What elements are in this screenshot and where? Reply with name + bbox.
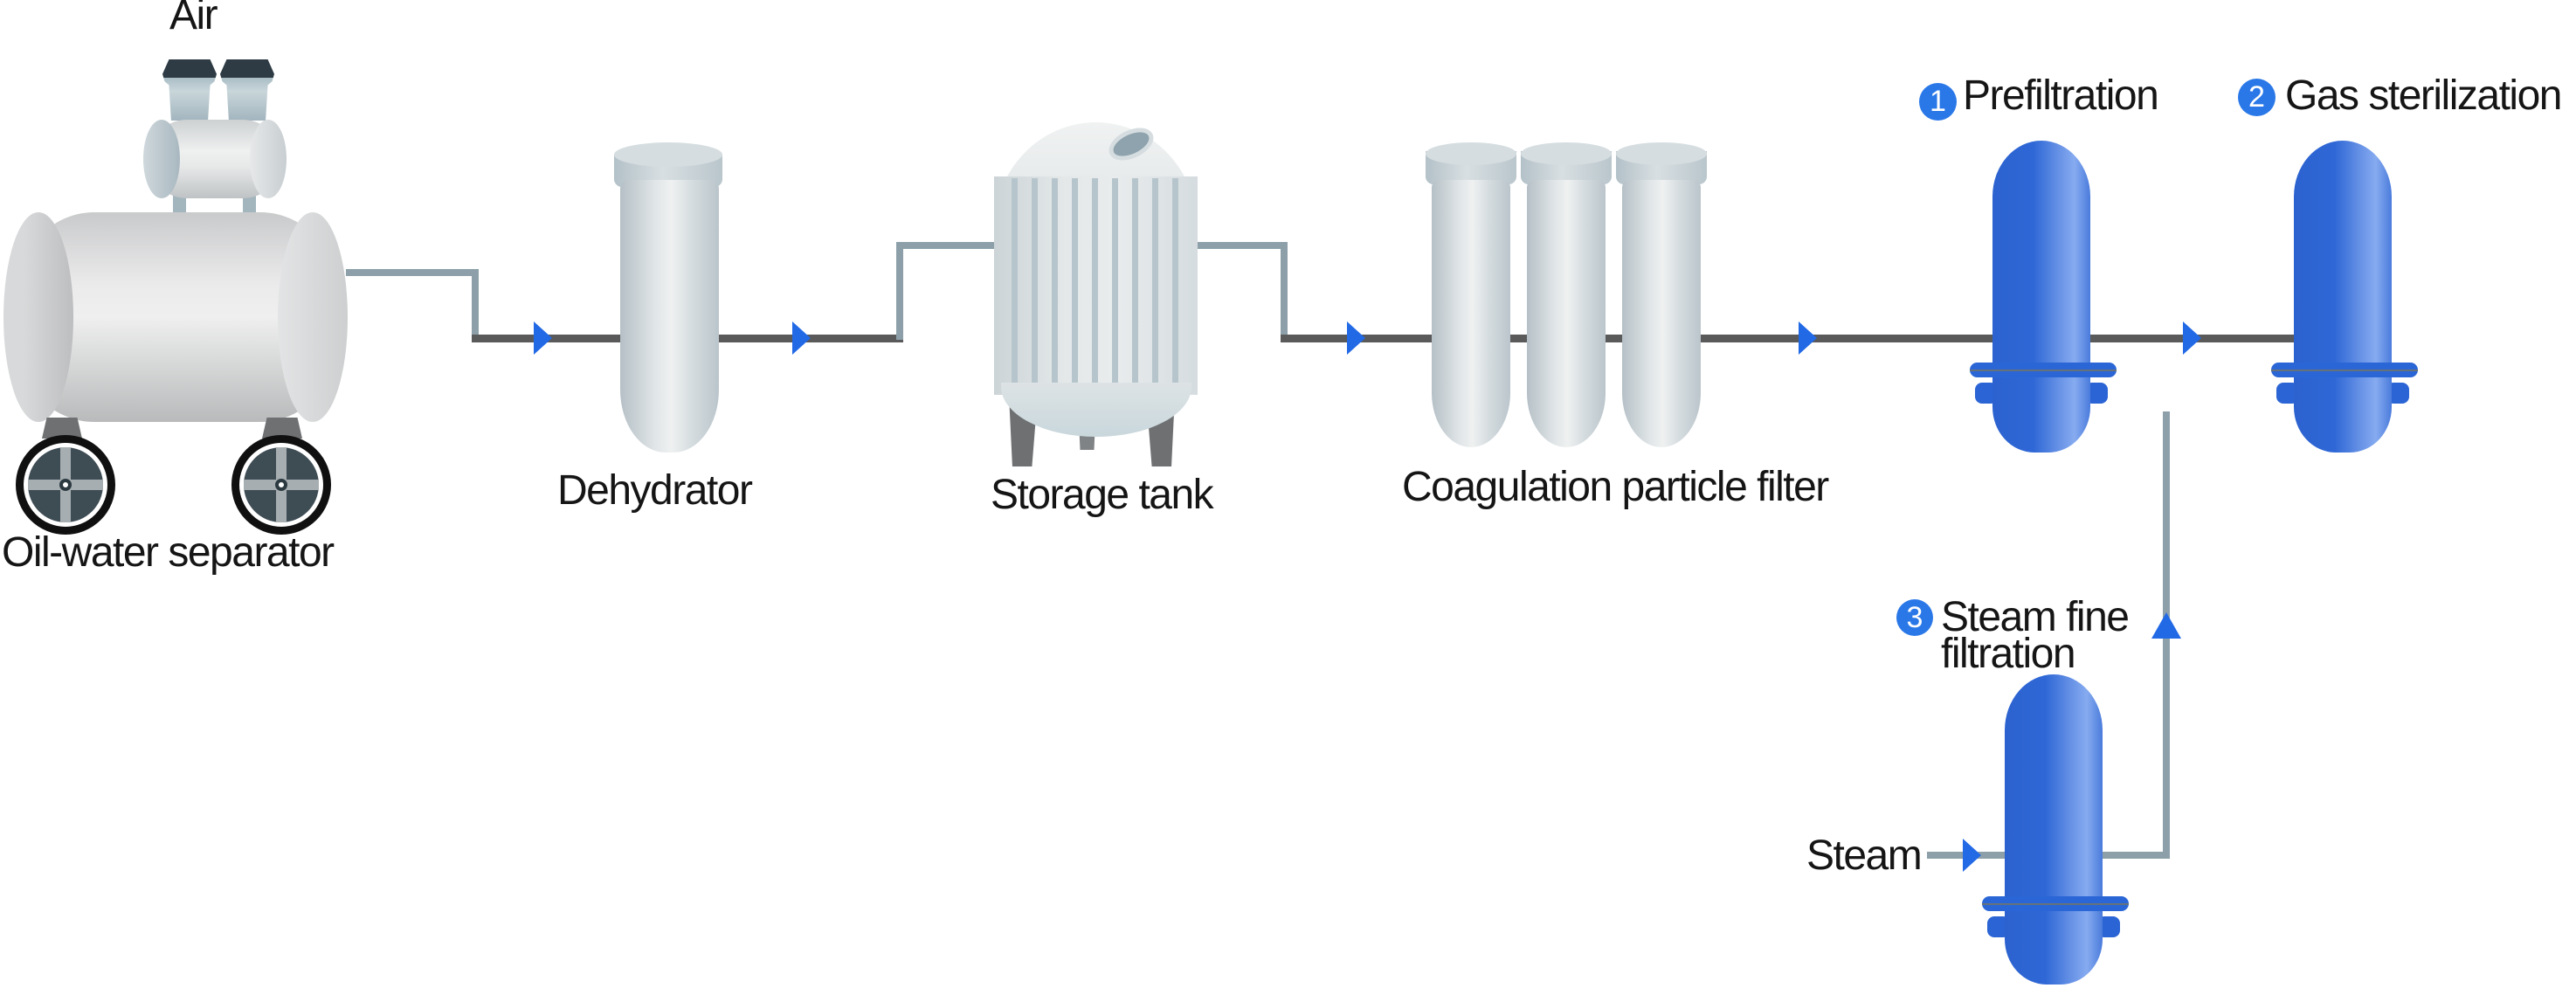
tube-body	[1432, 180, 1510, 447]
wheel-right	[231, 435, 331, 535]
tank-ridge	[1052, 178, 1058, 397]
wheel-hub	[275, 479, 287, 491]
step-1-badge: 1	[1919, 83, 1957, 121]
tube-body	[1527, 180, 1606, 447]
steam-fine-filtration-label-line2: filtration	[1941, 631, 2076, 677]
coagulation-filter-label: Coagulation particle filter	[1402, 464, 1829, 510]
flow-arrow-2	[792, 321, 811, 355]
gas-sterilization-label: Gas sterilization	[2285, 73, 2562, 119]
air-intake-filter-right	[220, 59, 274, 121]
separator-tank-end-left	[3, 212, 73, 422]
flow-arrow-4	[1799, 321, 1817, 355]
tank-ridge	[1012, 178, 1018, 397]
prefiltration-vessel	[1992, 141, 2090, 453]
pipe-drop-1	[472, 269, 479, 342]
tank-ridge	[1092, 178, 1098, 397]
dehydrator-label: Dehydrator	[557, 467, 753, 514]
steam-filtration-vessel	[2005, 674, 2103, 985]
tank-ridge	[1172, 178, 1178, 397]
tank-ridge	[1132, 178, 1138, 397]
tube-cap-top	[1521, 142, 1612, 165]
wheel-left	[16, 435, 115, 535]
wheel-left-disc	[28, 447, 103, 522]
oil-water-separator-label: Oil-water separator	[2, 529, 335, 576]
gas-sterilization-vessel	[2294, 141, 2392, 453]
flow-arrow-3	[1347, 321, 1365, 355]
pipe-storage-tank-inlet	[896, 242, 998, 249]
top-tank-support-right	[243, 194, 256, 217]
steam-label: Steam	[1806, 833, 1923, 879]
pipe-riser-1	[896, 242, 903, 340]
flow-arrow-1	[534, 321, 552, 355]
flow-arrow-up	[2151, 612, 2181, 639]
tank-ridge	[1112, 178, 1118, 397]
tube-cap-top	[1616, 142, 1707, 165]
tank-ridge	[1072, 178, 1078, 397]
step-2-badge: 2	[2238, 79, 2276, 116]
step-3-badge: 3	[1896, 599, 1933, 636]
steam-fine-filtration-label: Steam fine filtration	[1941, 594, 2130, 677]
separator-tank-end-right	[278, 212, 348, 422]
pipe-steam-outlet	[2096, 852, 2170, 859]
flow-arrow-5	[2183, 321, 2201, 355]
pipe-storage-tank-outlet	[1194, 242, 1288, 249]
dehydrator-cap-top	[614, 142, 722, 167]
wheel-hub	[59, 479, 72, 491]
pipe-drop-2	[1281, 242, 1288, 341]
steam-filtration-flange-seam	[1982, 903, 2129, 905]
compressor-top-tank-end-right	[250, 120, 287, 198]
air-intake-filter-left	[162, 59, 217, 121]
top-tank-support-left	[173, 194, 186, 217]
tank-ridge	[1032, 178, 1038, 397]
compressor-top-tank-end-left	[143, 120, 180, 198]
pipe-separator-outlet	[346, 269, 479, 276]
steam-flow-arrow	[1963, 839, 1981, 872]
prefiltration-flange-seam	[1970, 370, 2117, 371]
tank-ridge	[1152, 178, 1158, 397]
tube-cap-top	[1426, 142, 1516, 165]
air-label: Air	[169, 0, 218, 38]
prefiltration-label: Prefiltration	[1963, 73, 2159, 119]
gas-sterilization-flange-seam	[2271, 370, 2418, 371]
storage-tank-label: Storage tank	[991, 472, 1214, 518]
dehydrator-vessel	[620, 180, 719, 453]
wheel-right-disc	[244, 447, 319, 522]
steam-fine-filtration-label-line1: Steam fine	[1941, 594, 2130, 640]
tube-body	[1622, 180, 1701, 447]
